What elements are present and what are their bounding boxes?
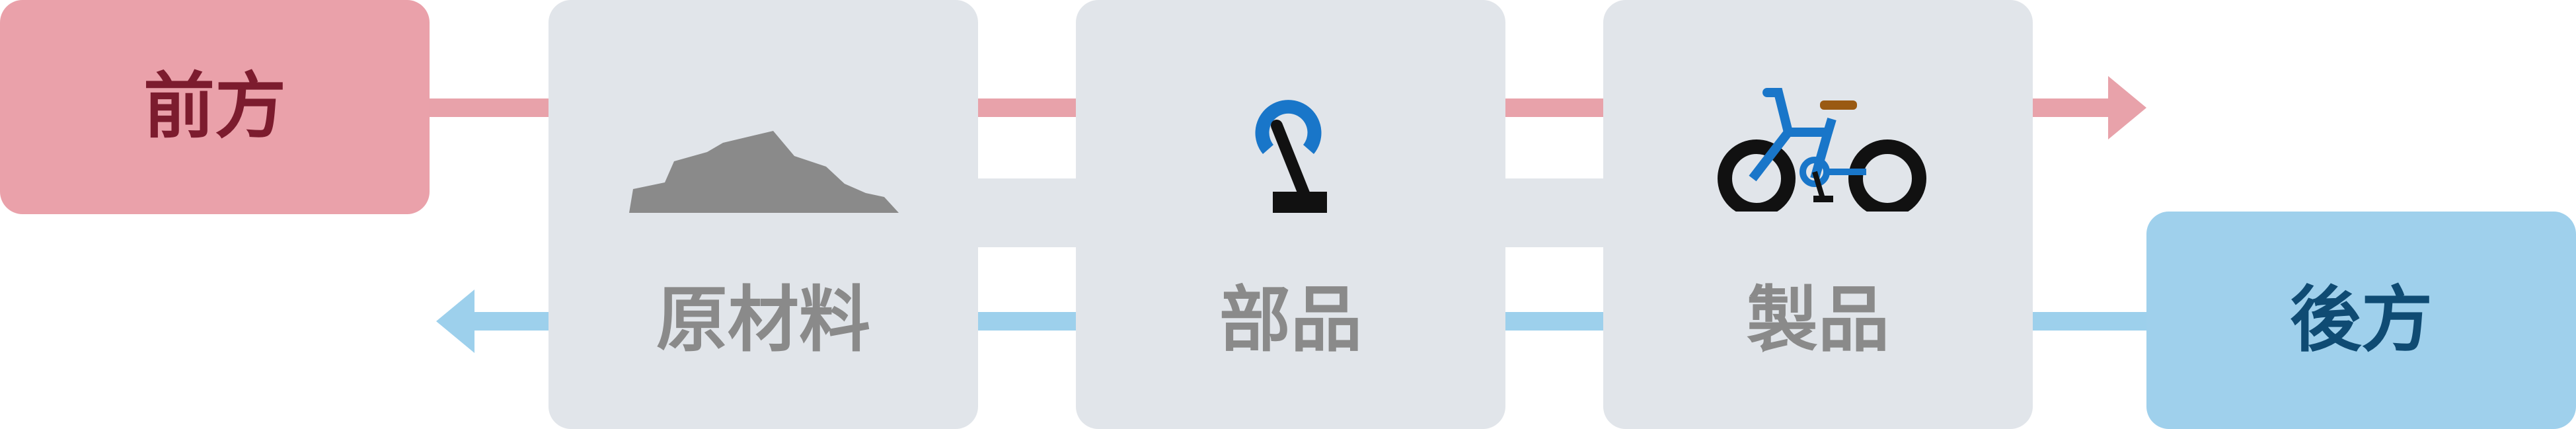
downstream-arrowhead [436, 290, 474, 353]
stage-parts: 部品 [1076, 0, 1505, 429]
upstream-arrow-segment [1504, 98, 1603, 117]
stage-connector [977, 178, 1076, 247]
stage-products: 製品 [1603, 0, 2033, 429]
upstream-arrowhead [2108, 76, 2146, 139]
stage-label: 原材料 [656, 279, 870, 362]
stage-raw-materials: 原材料 [549, 0, 978, 429]
stage-label: 部品 [1219, 279, 1362, 362]
downstream-arrow-segment [2031, 312, 2150, 331]
joystick-part-icon [1255, 100, 1327, 213]
bicycle-icon [1718, 88, 1926, 212]
upstream-label: 前方 [143, 65, 286, 148]
downstream-arrow-segment [463, 312, 549, 331]
mountain-icon [629, 131, 899, 213]
upstream-arrow-segment [977, 98, 1076, 117]
downstream-arrow-segment [1504, 312, 1603, 331]
stage-label: 製品 [1746, 279, 1889, 362]
upstream-arrow-segment [430, 98, 549, 117]
upstream-box: 前方 [0, 0, 430, 214]
downstream-arrow-segment [977, 312, 1076, 331]
downstream-label: 後方 [2289, 279, 2433, 362]
downstream-box: 後方 [2146, 212, 2576, 429]
stage-connector [1504, 178, 1603, 247]
